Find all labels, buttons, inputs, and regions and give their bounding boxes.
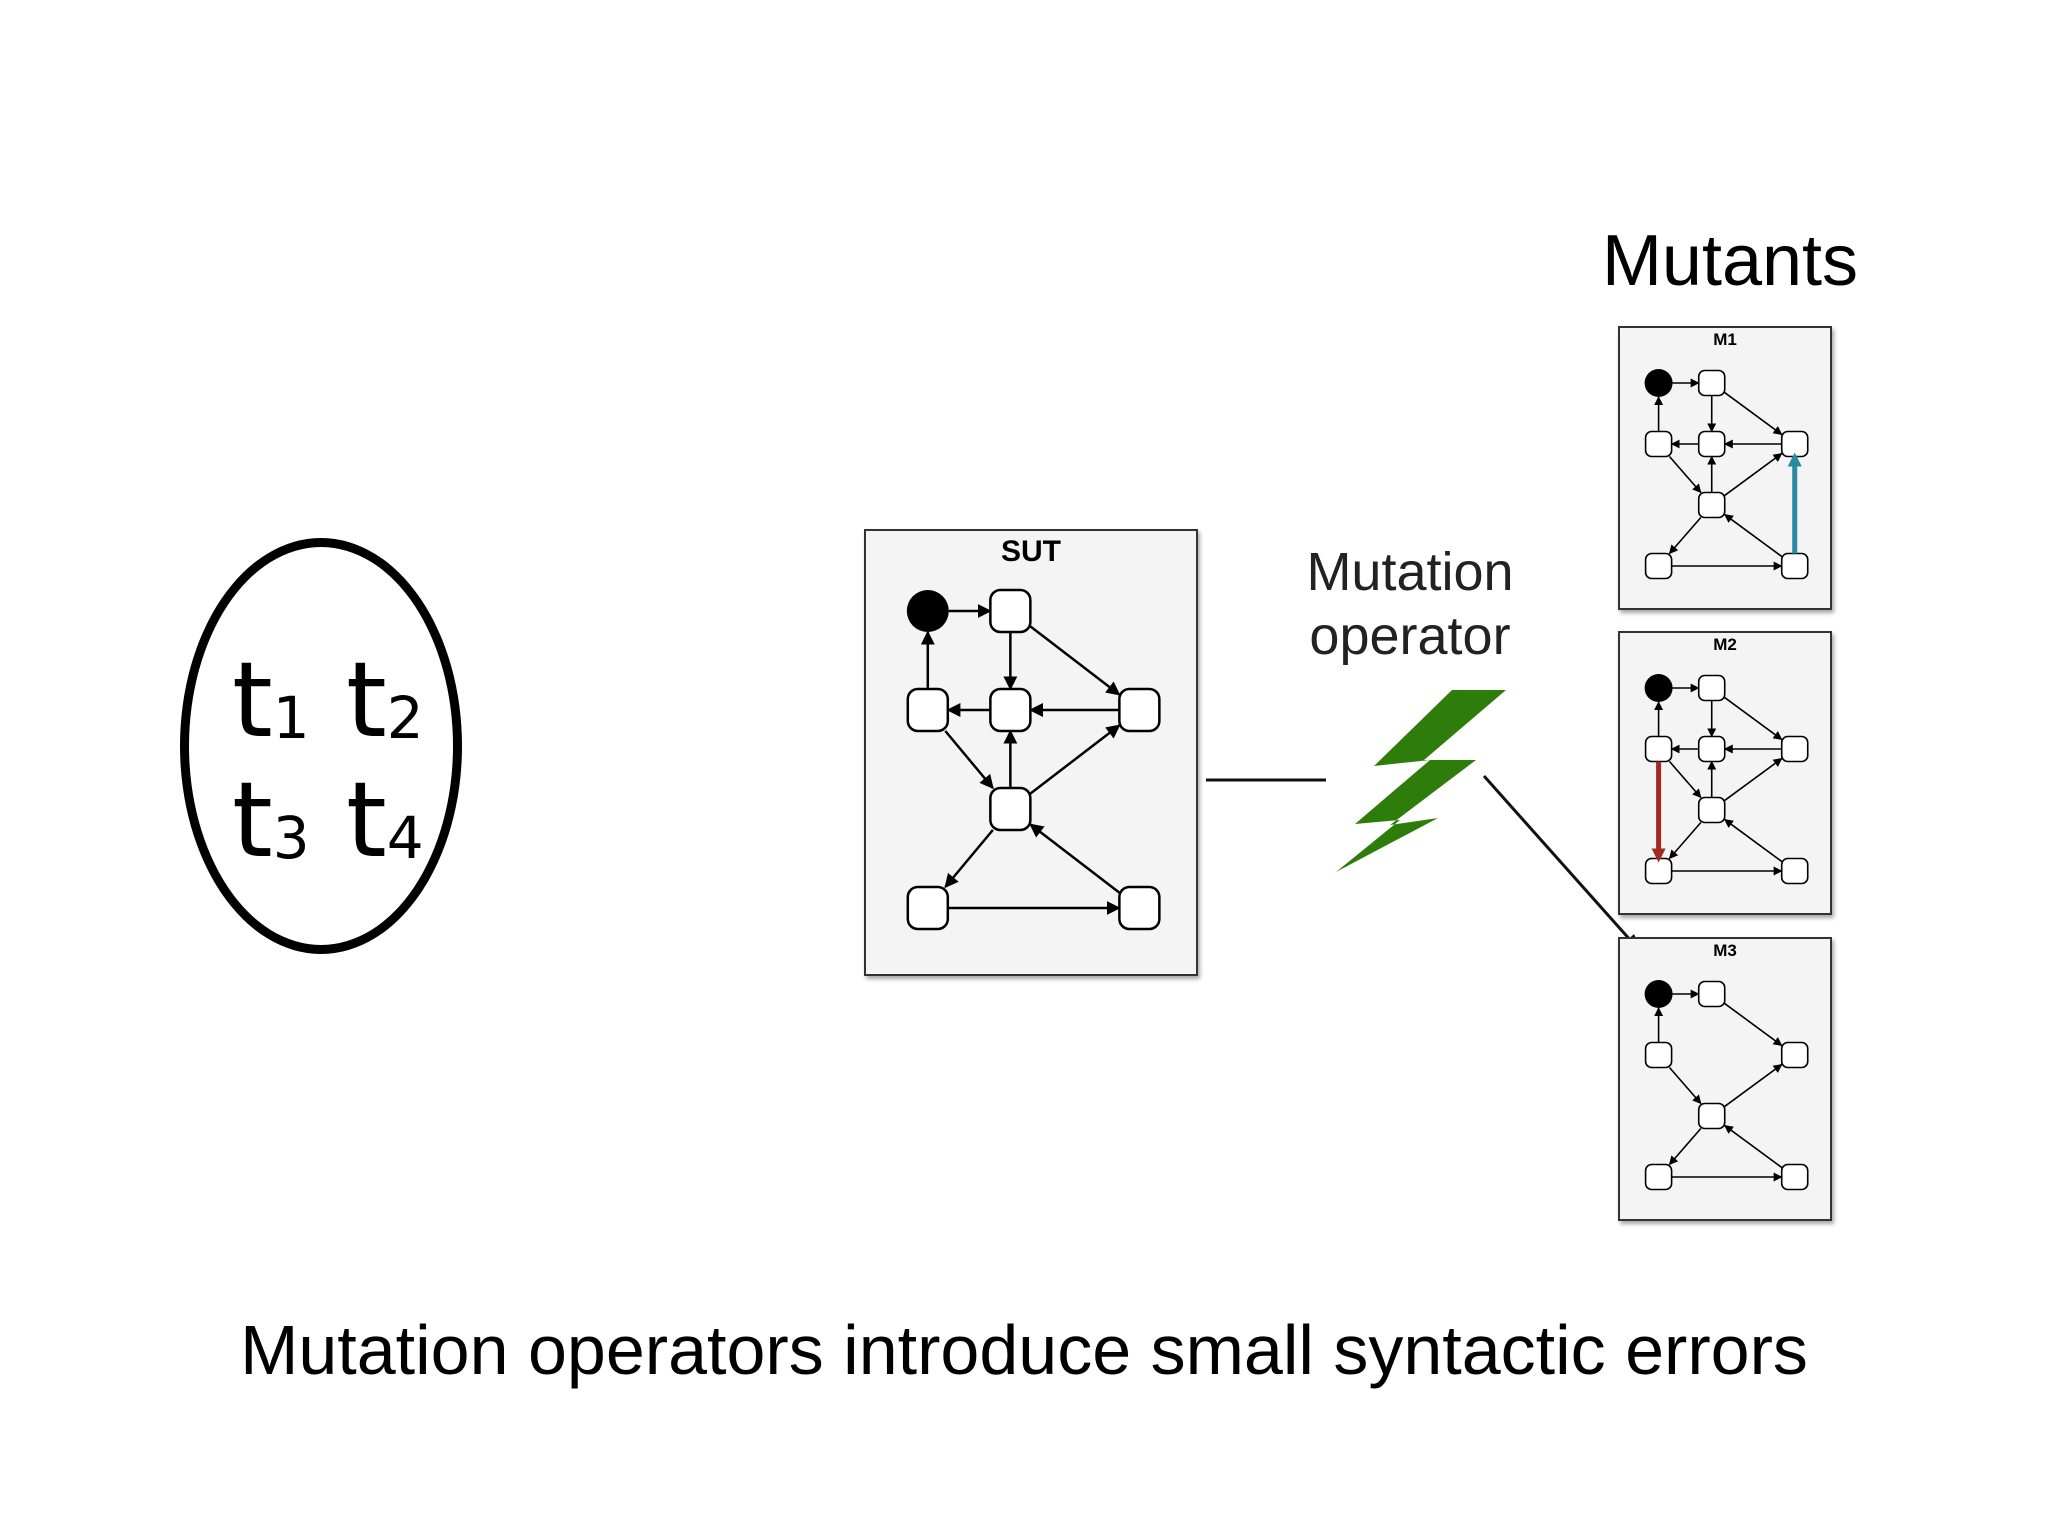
state-node-s4 bbox=[1780, 735, 1809, 763]
mutant-m3-title: M3 bbox=[1713, 941, 1737, 960]
transition-s7-s5 bbox=[1029, 823, 1121, 894]
initial-state-node bbox=[906, 590, 949, 632]
mutant-m1-diagram bbox=[1644, 369, 1809, 580]
state-node-s7 bbox=[1118, 885, 1161, 931]
state-node-s6 bbox=[1644, 1163, 1673, 1191]
test-suite-ellipse bbox=[180, 538, 462, 954]
state-node-s7 bbox=[1780, 857, 1809, 885]
state-node-s4 bbox=[1118, 687, 1161, 733]
mutants-title: Mutants bbox=[1601, 221, 1859, 301]
mutant-m1-panel: M1 bbox=[1618, 326, 1832, 610]
transition-s2-s5 bbox=[1668, 455, 1702, 494]
state-node-s1 bbox=[989, 588, 1032, 634]
lightning-bolt-icon bbox=[1336, 690, 1506, 872]
state-node-s4 bbox=[1780, 430, 1809, 458]
transition-s5-s6 bbox=[1668, 516, 1702, 555]
sut-panel: SUT bbox=[864, 529, 1198, 976]
state-node-s5 bbox=[1697, 796, 1726, 824]
state-node-s4 bbox=[1780, 1041, 1809, 1069]
state-node-s5 bbox=[989, 786, 1032, 832]
state-node-s7 bbox=[1780, 552, 1809, 580]
transition-s2-s5 bbox=[944, 730, 994, 790]
transition-s1-s4 bbox=[1724, 391, 1783, 436]
transition-s5-s4 bbox=[1724, 452, 1783, 497]
state-node-s1 bbox=[1697, 674, 1726, 702]
initial-state-node bbox=[1644, 674, 1673, 702]
state-node-s3 bbox=[989, 687, 1032, 733]
transition-s5-s6 bbox=[1668, 1127, 1702, 1166]
state-node-s3 bbox=[1697, 735, 1726, 763]
transition-s5-s6 bbox=[1668, 821, 1702, 860]
slide-caption: Mutation operators introduce small synta… bbox=[240, 1311, 1808, 1389]
state-node-s6 bbox=[1644, 552, 1673, 580]
mutant-m2-title: M2 bbox=[1713, 635, 1737, 654]
mutant-m1-title: M1 bbox=[1713, 330, 1737, 349]
mutant-m3-diagram bbox=[1644, 980, 1809, 1191]
transition-s7-s5 bbox=[1723, 818, 1783, 863]
state-node-s2 bbox=[1644, 735, 1673, 763]
transition-s2-s5 bbox=[1668, 1066, 1702, 1105]
mutant-m2-diagram bbox=[1644, 674, 1809, 885]
test-case-4: t4 bbox=[346, 759, 424, 881]
mutation-operator-label: Mutation operator bbox=[1306, 542, 1514, 666]
test-case-1: t1 bbox=[232, 639, 310, 761]
transition-s1-s4 bbox=[1724, 696, 1783, 741]
transition-s2-s5 bbox=[1668, 760, 1702, 799]
state-node-s1 bbox=[1697, 980, 1726, 1008]
state-node-s5 bbox=[1697, 1102, 1726, 1130]
transition-s5-s4 bbox=[1724, 757, 1783, 802]
test-case-3: t3 bbox=[232, 759, 310, 881]
state-node-s2 bbox=[1644, 1041, 1673, 1069]
transition-s5-s4 bbox=[1724, 1063, 1783, 1108]
transition-s7-s5 bbox=[1723, 513, 1783, 558]
sut-title: SUT bbox=[1001, 535, 1061, 568]
state-node-s2 bbox=[906, 687, 950, 733]
state-node-s6 bbox=[906, 885, 950, 931]
state-node-s3 bbox=[1697, 430, 1726, 458]
operator-to-mutant-arrow bbox=[1482, 775, 1634, 943]
mutant-m2-panel: M2 bbox=[1618, 631, 1832, 915]
mutant-m3-panel: M3 bbox=[1618, 937, 1832, 1221]
state-node-s5 bbox=[1697, 491, 1726, 519]
state-node-s2 bbox=[1644, 430, 1673, 458]
state-node-s6 bbox=[1644, 857, 1673, 885]
transition-s1-s4 bbox=[1724, 1002, 1783, 1047]
transition-s7-s5 bbox=[1723, 1124, 1783, 1169]
state-node-s7 bbox=[1780, 1163, 1809, 1191]
initial-state-node bbox=[1644, 369, 1673, 397]
transition-s1-s4 bbox=[1029, 625, 1121, 696]
state-node-s1 bbox=[1697, 369, 1726, 397]
test-case-2: t2 bbox=[346, 639, 424, 761]
initial-state-node bbox=[1644, 980, 1673, 1008]
transition-s5-s6 bbox=[944, 829, 994, 889]
transition-s5-s4 bbox=[1029, 724, 1121, 795]
sut-state-diagram bbox=[906, 588, 1161, 931]
